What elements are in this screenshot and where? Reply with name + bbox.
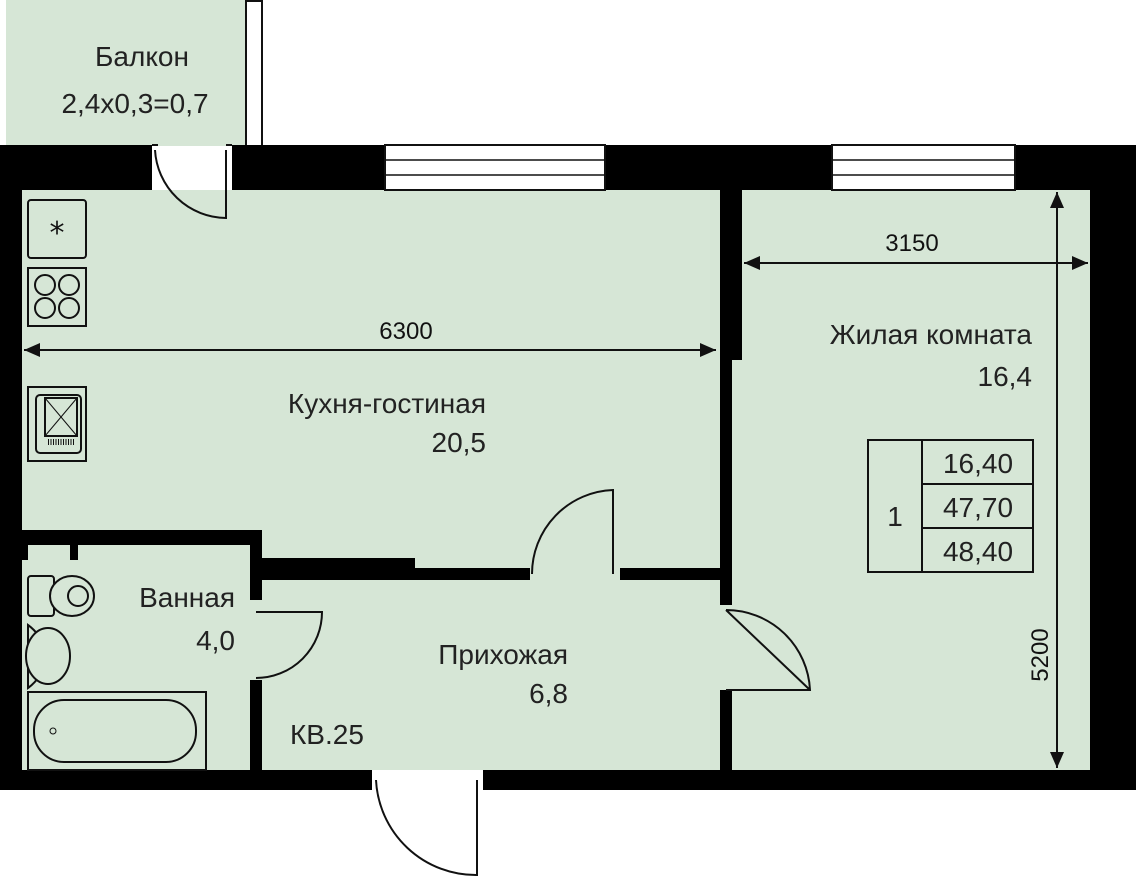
room-name-kitchen: Кухня-гостиная: [288, 388, 486, 419]
room-area-balcony: 2,4x0,3=0,7: [61, 88, 208, 119]
door-room[interactable]: [725, 608, 812, 691]
dimension-label-3150: 3150: [885, 230, 938, 257]
bathtub-icon: [27, 691, 207, 771]
room-name-living: Жилая комната: [830, 319, 1033, 350]
dimension-6300: [24, 343, 716, 357]
washbasin-icon: [25, 623, 71, 690]
room-name-balcony: Балкон: [95, 41, 189, 72]
living-area-value: 16,40: [943, 448, 1013, 479]
dimension-3150: [744, 256, 1088, 270]
door-entrance[interactable]: [375, 779, 478, 877]
toilet-icon: [27, 575, 95, 617]
door-bathroom[interactable]: [255, 611, 324, 679]
kitchen-sink-icon: [27, 386, 87, 462]
room-name-hallway: Прихожая: [438, 639, 568, 670]
fridge-icon: *: [27, 199, 87, 259]
dimension-5200: [1050, 192, 1064, 768]
svg-text:*: *: [50, 216, 65, 251]
door-hallway-kitchen[interactable]: [531, 488, 614, 575]
total-with-balcony-value: 48,40: [943, 536, 1013, 567]
room-area-bathroom: 4,0: [196, 625, 235, 656]
window-room: [831, 144, 1016, 191]
dimension-label-5200: 5200: [1027, 628, 1054, 681]
walls: [0, 145, 1136, 790]
room-area-hallway: 6,8: [529, 678, 568, 709]
rooms-count: 1: [887, 501, 903, 532]
area-summary-table: [867, 439, 1034, 573]
room-name-bathroom: Ванная: [139, 582, 235, 613]
room-area-kitchen: 20,5: [432, 427, 487, 458]
balcony: [6, 0, 263, 146]
dimension-label-6300: 6300: [379, 318, 432, 345]
room-area-living: 16,4: [978, 361, 1033, 392]
window-kitchen: [384, 144, 606, 191]
total-area-value: 47,70: [943, 492, 1013, 523]
door-balcony[interactable]: [152, 144, 232, 220]
stove-icon: [27, 267, 87, 327]
apartment-number: КВ.25: [290, 719, 364, 750]
